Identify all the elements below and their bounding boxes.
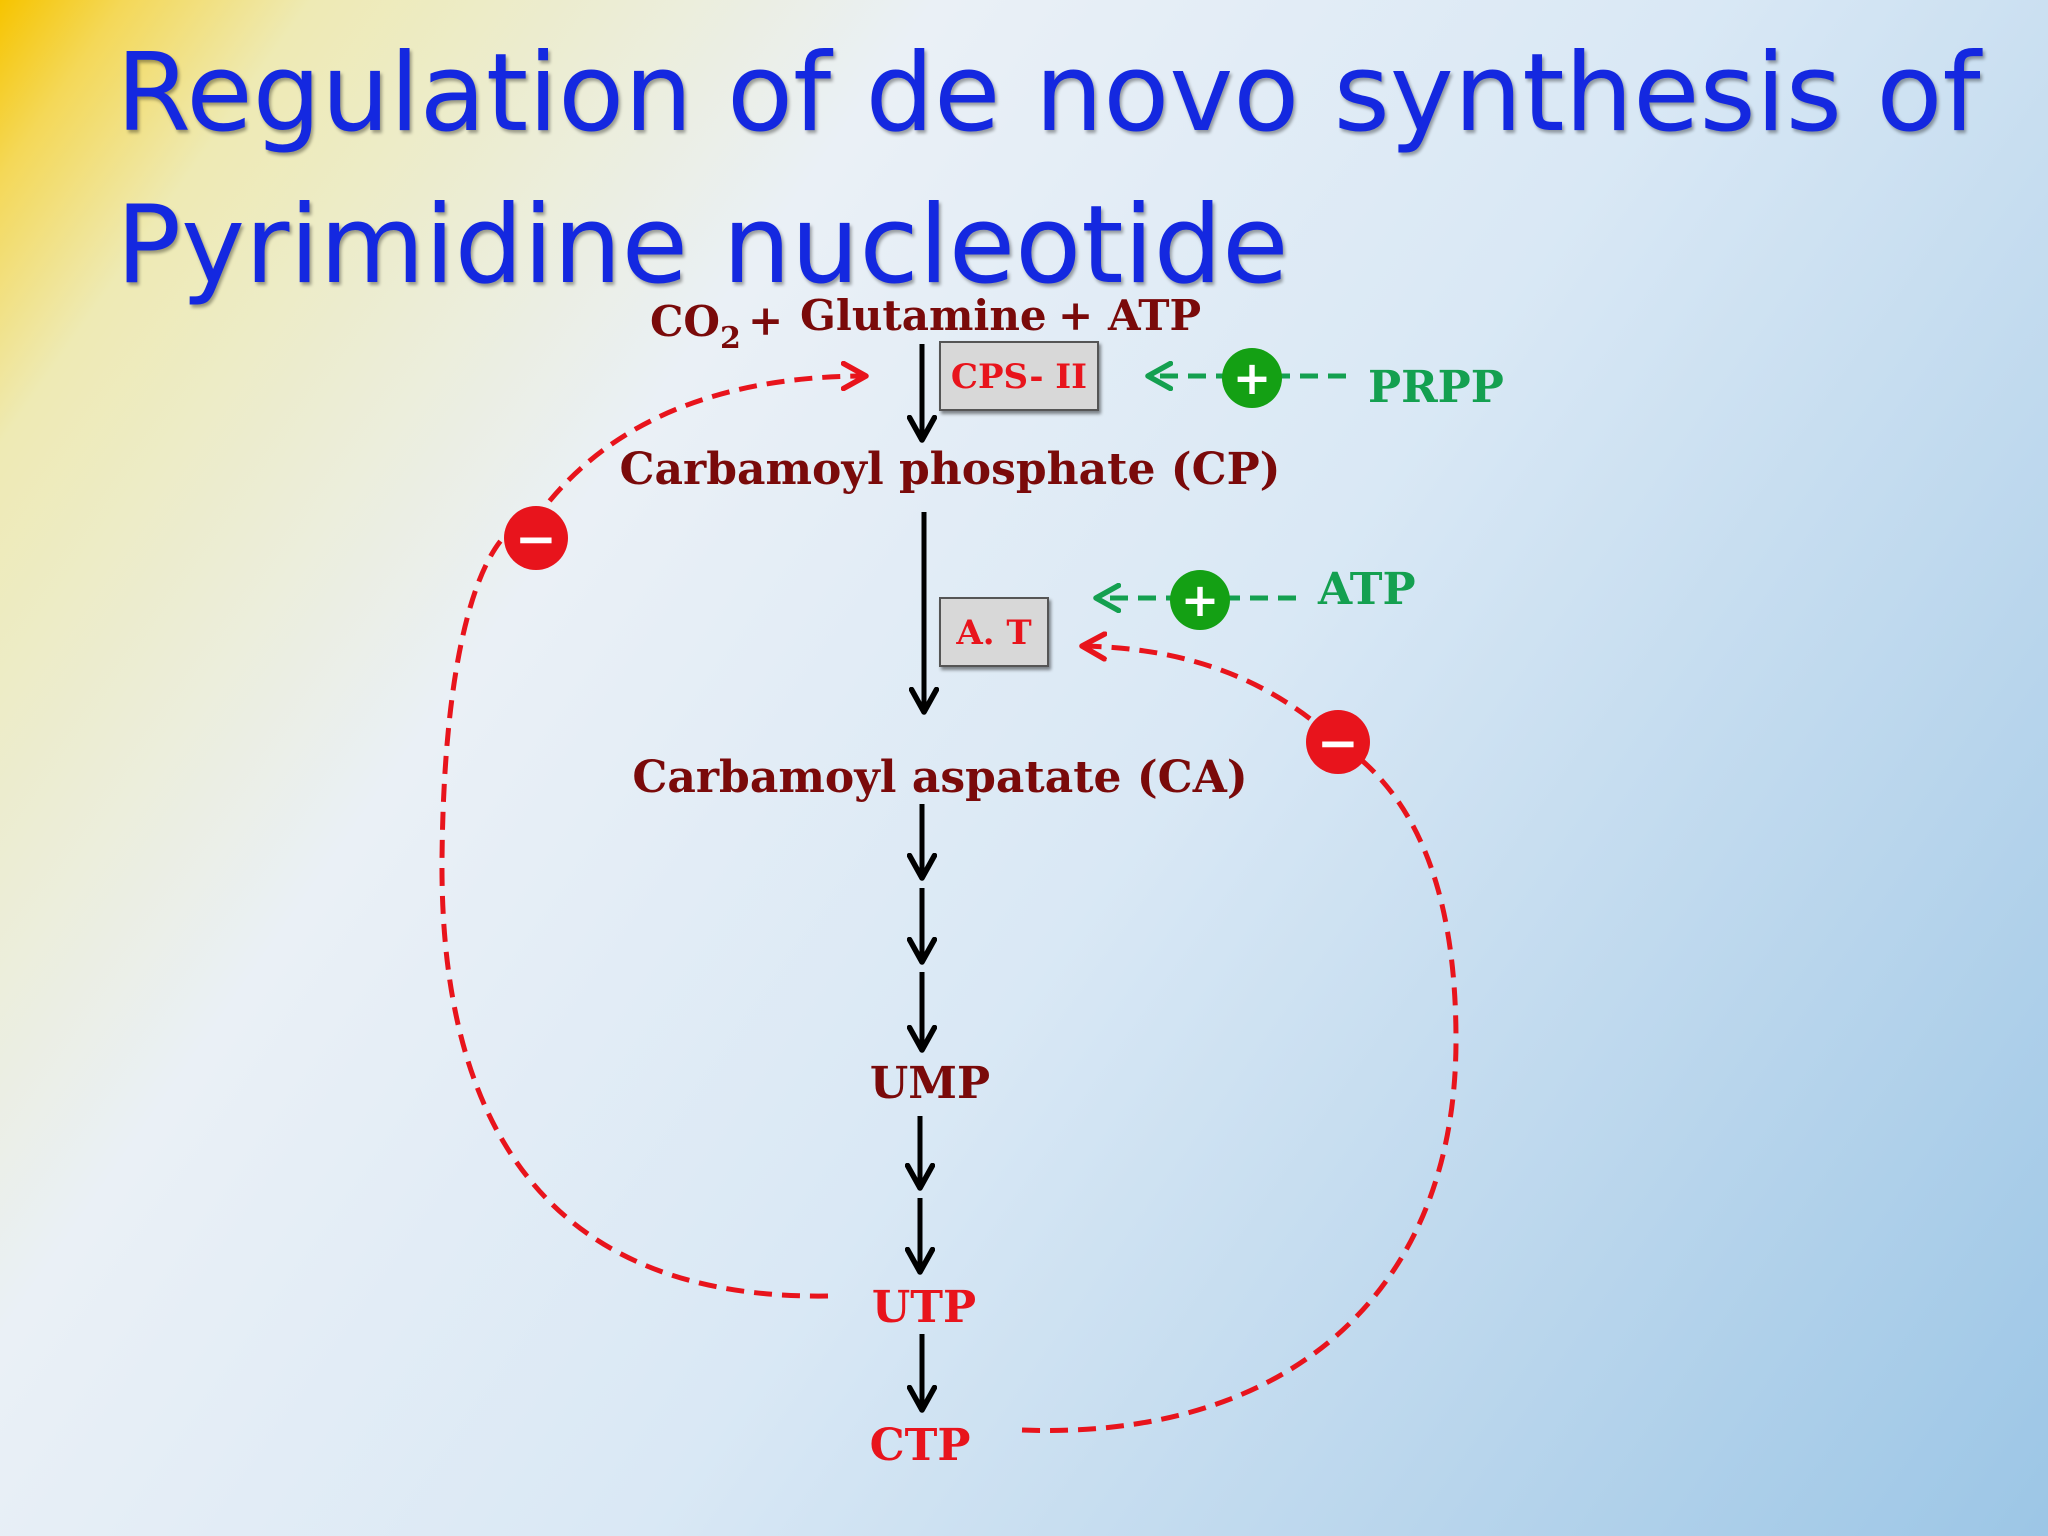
utp-label: UTP bbox=[872, 1282, 976, 1333]
atp-plus-sign: + bbox=[1181, 573, 1220, 627]
inhibition-utp: − bbox=[439, 376, 866, 1299]
plus-sign-1: + bbox=[748, 296, 783, 345]
carbamoyl-aspartate-label: Carbamoyl aspatate (CA) bbox=[632, 752, 1247, 803]
utp-minus-sign: − bbox=[515, 510, 557, 568]
enzyme-at-box bbox=[939, 597, 1049, 667]
prpp-label: PRPP bbox=[1368, 362, 1504, 413]
slide-title: Regulation of de novo synthesis of Pyrim… bbox=[116, 18, 1980, 322]
ctp-minus-badge bbox=[1306, 710, 1370, 774]
reactants-row: CO2 + Glutamine + ATP bbox=[650, 291, 1201, 356]
enzyme-at: A. T bbox=[939, 597, 1049, 667]
atp-activator-label: ATP bbox=[1317, 564, 1416, 615]
enzyme-cps2-box bbox=[939, 341, 1099, 411]
pathway-arrows bbox=[920, 344, 924, 1410]
carbamoyl-phosphate-label: Carbamoyl phosphate (CP) bbox=[619, 444, 1280, 495]
atp-plus-badge bbox=[1170, 570, 1230, 630]
utp-feedback-arrow bbox=[439, 376, 866, 1299]
ctp-minus-sign: − bbox=[1317, 714, 1359, 772]
co2-subscript: 2 bbox=[720, 321, 741, 356]
co2-label: CO2 bbox=[650, 297, 741, 356]
ctp-label: CTP bbox=[870, 1420, 971, 1471]
prpp-plus-sign: + bbox=[1233, 351, 1272, 405]
prpp-plus-badge bbox=[1222, 348, 1282, 408]
atp-reactant-label: ATP bbox=[1107, 291, 1201, 340]
plus-sign-2: + bbox=[1058, 291, 1093, 340]
inhibition-ctp: − bbox=[1021, 646, 1459, 1433]
enzyme-cps2: CPS- II bbox=[939, 341, 1099, 411]
co2-main: CO bbox=[650, 297, 720, 346]
intermediates: Carbamoyl phosphate (CP) Carbamoyl aspat… bbox=[619, 444, 1280, 1471]
ump-label: UMP bbox=[870, 1058, 990, 1109]
activator-prpp: + PRPP bbox=[1148, 348, 1504, 413]
slide-title-line-2: Pyrimidine nucleotide bbox=[116, 183, 1289, 308]
enzyme-at-label: A. T bbox=[955, 613, 1031, 653]
utp-minus-badge bbox=[504, 506, 568, 570]
enzyme-cps2-label: CPS- II bbox=[951, 357, 1087, 397]
activator-atp: + ATP bbox=[1096, 564, 1416, 630]
glutamine-label: Glutamine bbox=[800, 291, 1047, 340]
slide-title-line-1: Regulation of de novo synthesis of bbox=[116, 31, 1981, 156]
ctp-feedback-arrow bbox=[1021, 646, 1459, 1433]
